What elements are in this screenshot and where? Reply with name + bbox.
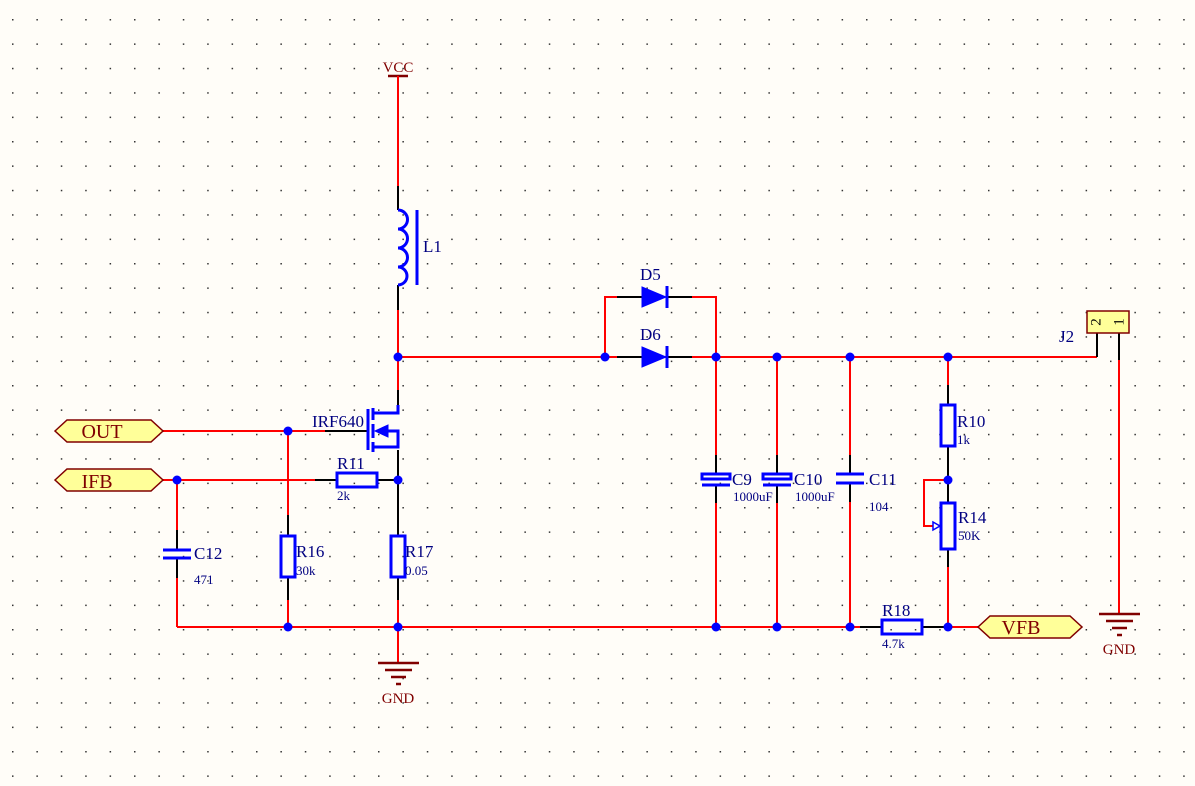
gnd-power-port-left[interactable]: GND — [378, 661, 419, 707]
junction — [283, 426, 293, 436]
diode-D5[interactable]: D5 — [640, 265, 669, 308]
C11-value: 104 — [869, 499, 889, 514]
port-ifb[interactable]: IFB — [53, 468, 165, 493]
C10-value: 1000uF — [795, 489, 835, 504]
IRF640-label: IRF640 — [312, 412, 364, 431]
diode-D6[interactable]: D6 — [640, 325, 669, 368]
L1-label: L1 — [423, 237, 442, 256]
R11-label: R11 — [337, 454, 365, 473]
D5-label: D5 — [640, 265, 661, 284]
C9-value: 1000uF — [733, 489, 773, 504]
R16-label: R16 — [296, 542, 324, 561]
junction — [845, 622, 855, 632]
gnd-label-left: GND — [382, 691, 415, 707]
junction — [172, 475, 182, 485]
port-vfb-label: VFB — [1002, 617, 1041, 639]
connector-J2[interactable]: 2 1 J2 — [1059, 310, 1130, 346]
junction — [600, 352, 610, 362]
capacitor-C9[interactable]: C9 1000uF — [700, 470, 773, 504]
mosfet-IRF640[interactable]: IRF640 — [312, 405, 400, 452]
junction — [711, 622, 721, 632]
junctions — [172, 352, 953, 632]
C10-label: C10 — [794, 470, 822, 489]
R10-label: R10 — [957, 412, 985, 431]
resistor-R17[interactable]: R17 0.05 — [389, 534, 434, 579]
R14-value: 50K — [958, 528, 981, 543]
resistor-R11[interactable]: R11 2k — [335, 454, 379, 503]
R11-value: 2k — [337, 488, 351, 503]
J2-label: J2 — [1059, 327, 1074, 346]
gnd-label-right: GND — [1103, 642, 1136, 658]
port-out-label: OUT — [81, 421, 122, 443]
junction — [845, 352, 855, 362]
C12-value: 471 — [194, 572, 214, 587]
inductor-L1[interactable]: L1 — [397, 208, 442, 287]
R18-value: 4.7k — [882, 636, 905, 651]
junction — [393, 622, 403, 632]
C12-label: C12 — [194, 544, 222, 563]
port-vfb[interactable]: VFB — [976, 615, 1084, 639]
junction — [772, 352, 782, 362]
vcc-label: VCC — [383, 60, 414, 76]
C11-label: C11 — [869, 470, 897, 489]
R17-label: R17 — [405, 542, 434, 561]
R14-label: R14 — [958, 508, 987, 527]
R17-value: 0.05 — [405, 563, 428, 578]
junction — [943, 475, 953, 485]
C9-label: C9 — [732, 470, 752, 489]
capacitor-C10[interactable]: C10 1000uF — [761, 470, 835, 504]
port-out[interactable]: OUT — [53, 419, 165, 443]
junction — [393, 475, 403, 485]
resistor-R18[interactable]: R18 4.7k — [880, 601, 924, 651]
junction — [283, 622, 293, 632]
junction — [711, 352, 721, 362]
R10-value: 1k — [957, 432, 971, 447]
resistor-R16[interactable]: R16 30k — [279, 534, 324, 579]
port-ifb-label: IFB — [81, 471, 112, 493]
J2-pin1-label: 1 — [1111, 318, 1127, 326]
potentiometer-R14[interactable]: R14 50K — [932, 501, 987, 551]
capacitor-C11[interactable]: C11 104 — [836, 470, 897, 514]
junction — [943, 622, 953, 632]
resistor-R10[interactable]: R10 1k — [939, 403, 985, 448]
gnd-power-port-right[interactable]: GND — [1099, 612, 1140, 658]
R16-value: 30k — [296, 563, 316, 578]
capacitor-C12[interactable]: C12 471 — [163, 544, 222, 587]
junction — [772, 622, 782, 632]
R18-label: R18 — [882, 601, 910, 620]
J2-pin2-label: 2 — [1088, 318, 1104, 326]
junction — [393, 352, 403, 362]
D6-label: D6 — [640, 325, 661, 344]
vcc-power-port[interactable]: VCC — [383, 60, 414, 78]
junction — [943, 352, 953, 362]
